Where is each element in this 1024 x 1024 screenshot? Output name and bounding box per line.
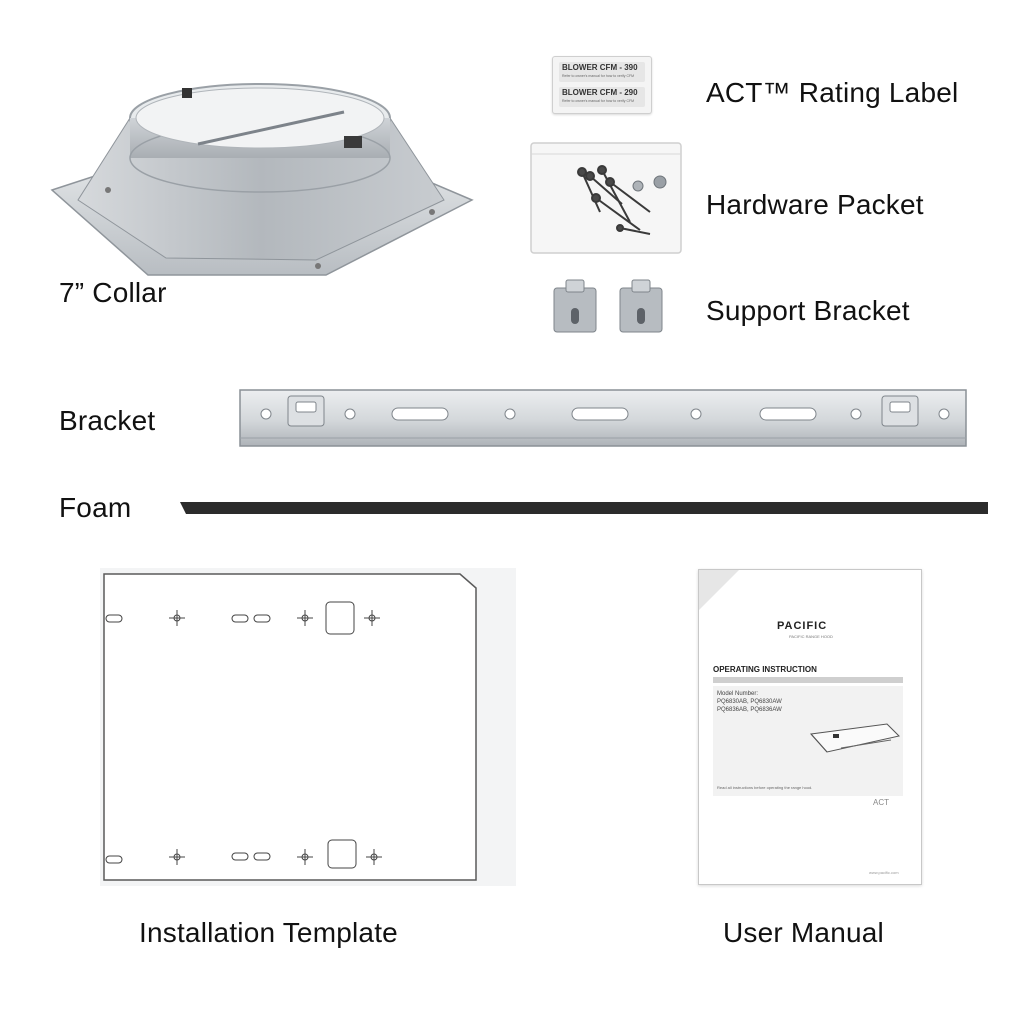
manual-heading-rule	[713, 677, 903, 683]
rating-line-2-sub: Refer to owner's manual for how to verif…	[562, 99, 635, 103]
hardware-packet-image	[530, 142, 682, 254]
manual-models-2: PQ6836AB, PQ6836AW	[717, 707, 782, 713]
user-manual-label: User Manual	[723, 917, 884, 948]
collar-image	[48, 60, 478, 280]
user-manual-cover: PACIFIC PACIFIC RANGE HOOD OPERATING INS…	[698, 569, 922, 885]
rating-line-2-title: BLOWER CFM - 290	[562, 88, 638, 97]
manual-brand: PACIFIC	[777, 620, 828, 632]
range-hood-illustration	[809, 723, 900, 753]
manual-models-1: PQ6830AB, PQ6830AW	[717, 699, 782, 705]
rating-label-card: BLOWER CFM - 390 Refer to owner's manual…	[552, 56, 652, 114]
manual-brand-sub: PACIFIC RANGE HOOD	[789, 634, 833, 639]
support-bracket-label: Support Bracket	[706, 295, 910, 326]
rating-label-title: ACT™ Rating Label	[706, 77, 959, 108]
manual-note: Read all instructions before operating t…	[717, 785, 813, 790]
rating-line-1-title: BLOWER CFM - 390	[562, 63, 638, 72]
manual-act-mark: ACT	[873, 798, 889, 807]
collar-label: 7” Collar	[59, 277, 167, 308]
foam-label: Foam	[59, 492, 132, 523]
foam-strip	[180, 500, 988, 516]
manual-footer: www.pacific.com	[869, 870, 899, 875]
rating-line-1-sub: Refer to owner's manual for how to verif…	[562, 74, 635, 78]
support-bracket-left	[552, 278, 598, 334]
manual-heading: OPERATING INSTRUCTION	[713, 665, 817, 674]
support-bracket-right	[618, 278, 664, 334]
hardware-packet-label: Hardware Packet	[706, 189, 924, 220]
installation-template-label: Installation Template	[139, 917, 398, 948]
bracket-label: Bracket	[59, 405, 156, 436]
manual-model-label: Model Number:	[717, 691, 759, 697]
installation-template-image	[100, 568, 516, 886]
bracket-image	[238, 386, 968, 450]
